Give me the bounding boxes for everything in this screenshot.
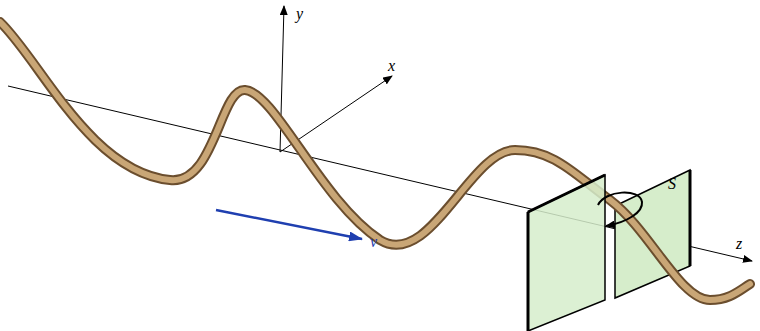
axis-label: x — [388, 58, 395, 74]
velocity-arrow — [216, 210, 362, 239]
velocity-label: v — [370, 234, 377, 250]
axis-label: y — [296, 6, 303, 22]
rotation-arrow — [598, 193, 642, 226]
front-plate — [528, 175, 605, 331]
plate-label: S — [668, 176, 676, 192]
rope-wave — [0, 22, 750, 300]
axis-label: z — [736, 236, 742, 252]
